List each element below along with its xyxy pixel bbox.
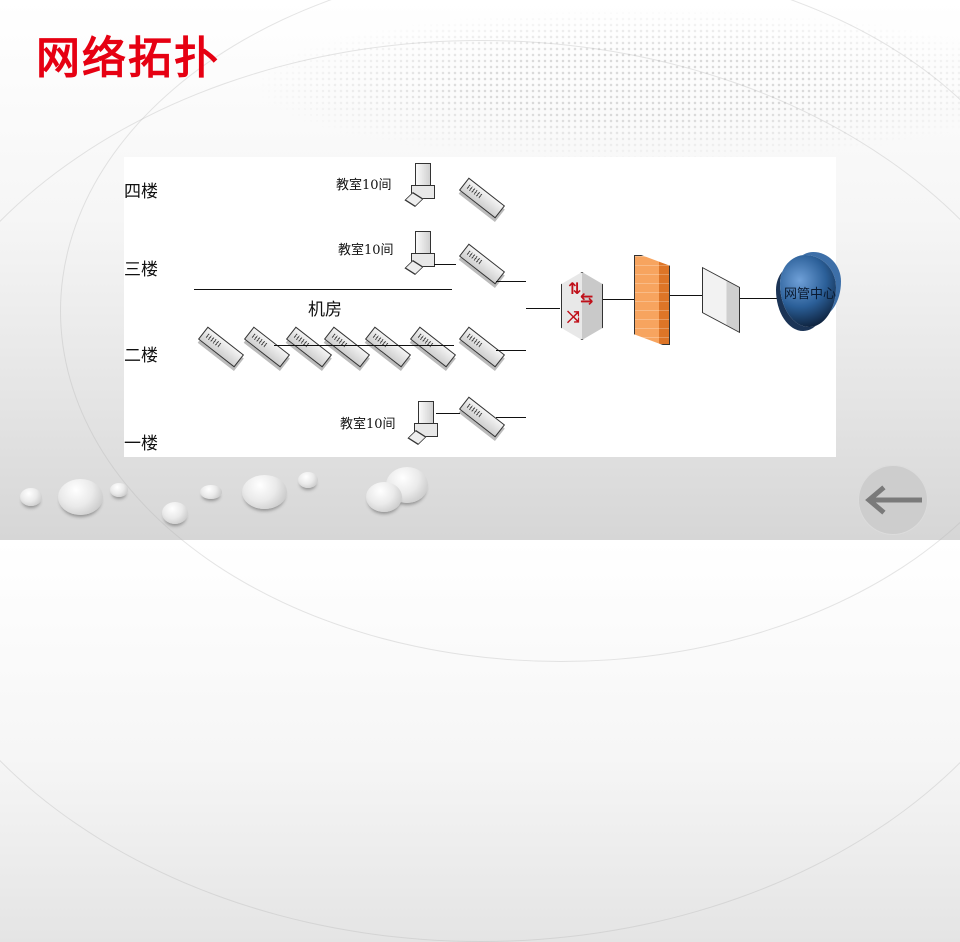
server-room-switch-icon	[364, 326, 412, 368]
link-line	[740, 298, 780, 299]
classroom-label-4f: 教室10间	[336, 178, 392, 193]
page-title: 网络拓扑	[36, 33, 220, 84]
server-room-switch-icon	[458, 326, 506, 368]
link-line	[274, 345, 454, 346]
server-room-divider	[194, 289, 452, 290]
server-room-switch-icon	[285, 326, 333, 368]
server-room-switch-icon	[197, 326, 245, 368]
link-line	[496, 281, 526, 282]
pc-icon	[404, 163, 436, 207]
link-line	[434, 264, 456, 265]
pc-icon	[404, 231, 436, 275]
floor-label-1: 一楼	[124, 434, 158, 454]
server-room-switch-icon	[243, 326, 291, 368]
floor-label-2: 二楼	[124, 346, 158, 366]
link-line	[436, 413, 460, 414]
server-room-label: 机房	[308, 300, 342, 320]
decorative-bubble	[162, 502, 188, 524]
decorative-bubble	[242, 475, 287, 509]
classroom-label-1f: 教室10间	[340, 417, 396, 432]
switch-icon	[458, 243, 506, 285]
core-router-icon: ⇅⇆⤨	[561, 272, 603, 340]
back-button[interactable]	[858, 465, 928, 535]
decorative-bubble	[298, 472, 318, 488]
decorative-bubble	[110, 483, 128, 497]
firewall-icon	[634, 255, 670, 345]
decorative-bubble	[200, 485, 222, 499]
cloud-icon	[780, 255, 836, 327]
link-line	[669, 295, 702, 296]
link-line	[602, 299, 634, 300]
switch-icon	[458, 177, 506, 219]
pc-icon	[407, 401, 439, 445]
floor-label-3: 三楼	[124, 260, 158, 280]
decorative-bubble	[20, 488, 42, 506]
floor-label-4: 四楼	[124, 182, 158, 202]
server-room-switch-icon	[409, 326, 457, 368]
left-arrow-icon	[865, 485, 922, 515]
link-line	[526, 308, 560, 309]
link-line	[496, 417, 526, 418]
decorative-bubble	[366, 482, 402, 512]
classroom-label-3f: 教室10间	[338, 243, 394, 258]
server-room-switch-icon	[323, 326, 371, 368]
cloud-label: 网管中心	[783, 287, 836, 302]
gateway-icon	[702, 266, 740, 334]
link-line	[496, 350, 526, 351]
network-topology-diagram: 四楼 三楼 二楼 一楼 教室10间 教室10间 教室10间 机房 ⇅⇆⤨ 网管中…	[124, 157, 836, 457]
decorative-bubble	[58, 479, 103, 515]
